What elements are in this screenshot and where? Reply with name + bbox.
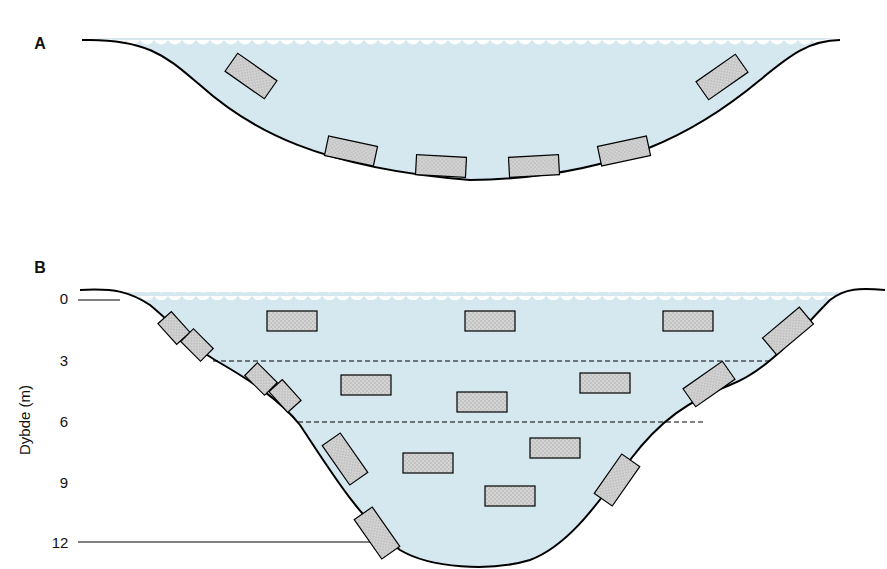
axis-tick [78,541,370,542]
depth-line [213,361,772,362]
axis-tick-label: 12 [52,535,69,550]
water [0,38,887,206]
axis-title: Dybde (m) [17,385,32,455]
panel-letter: A [34,36,46,52]
blocks [158,307,814,559]
panel-letter: B [34,260,46,276]
lake-bed [82,40,840,180]
depth-line [298,422,706,423]
water [0,292,887,569]
axis-tick-label: 3 [60,353,68,368]
axis-tick [78,299,120,300]
axis-tick-label: 0 [60,291,68,306]
blocks [225,53,748,177]
axis-tick-label: 6 [60,414,68,429]
axis-tick-label: 9 [60,475,68,490]
lake-bed [80,289,885,567]
